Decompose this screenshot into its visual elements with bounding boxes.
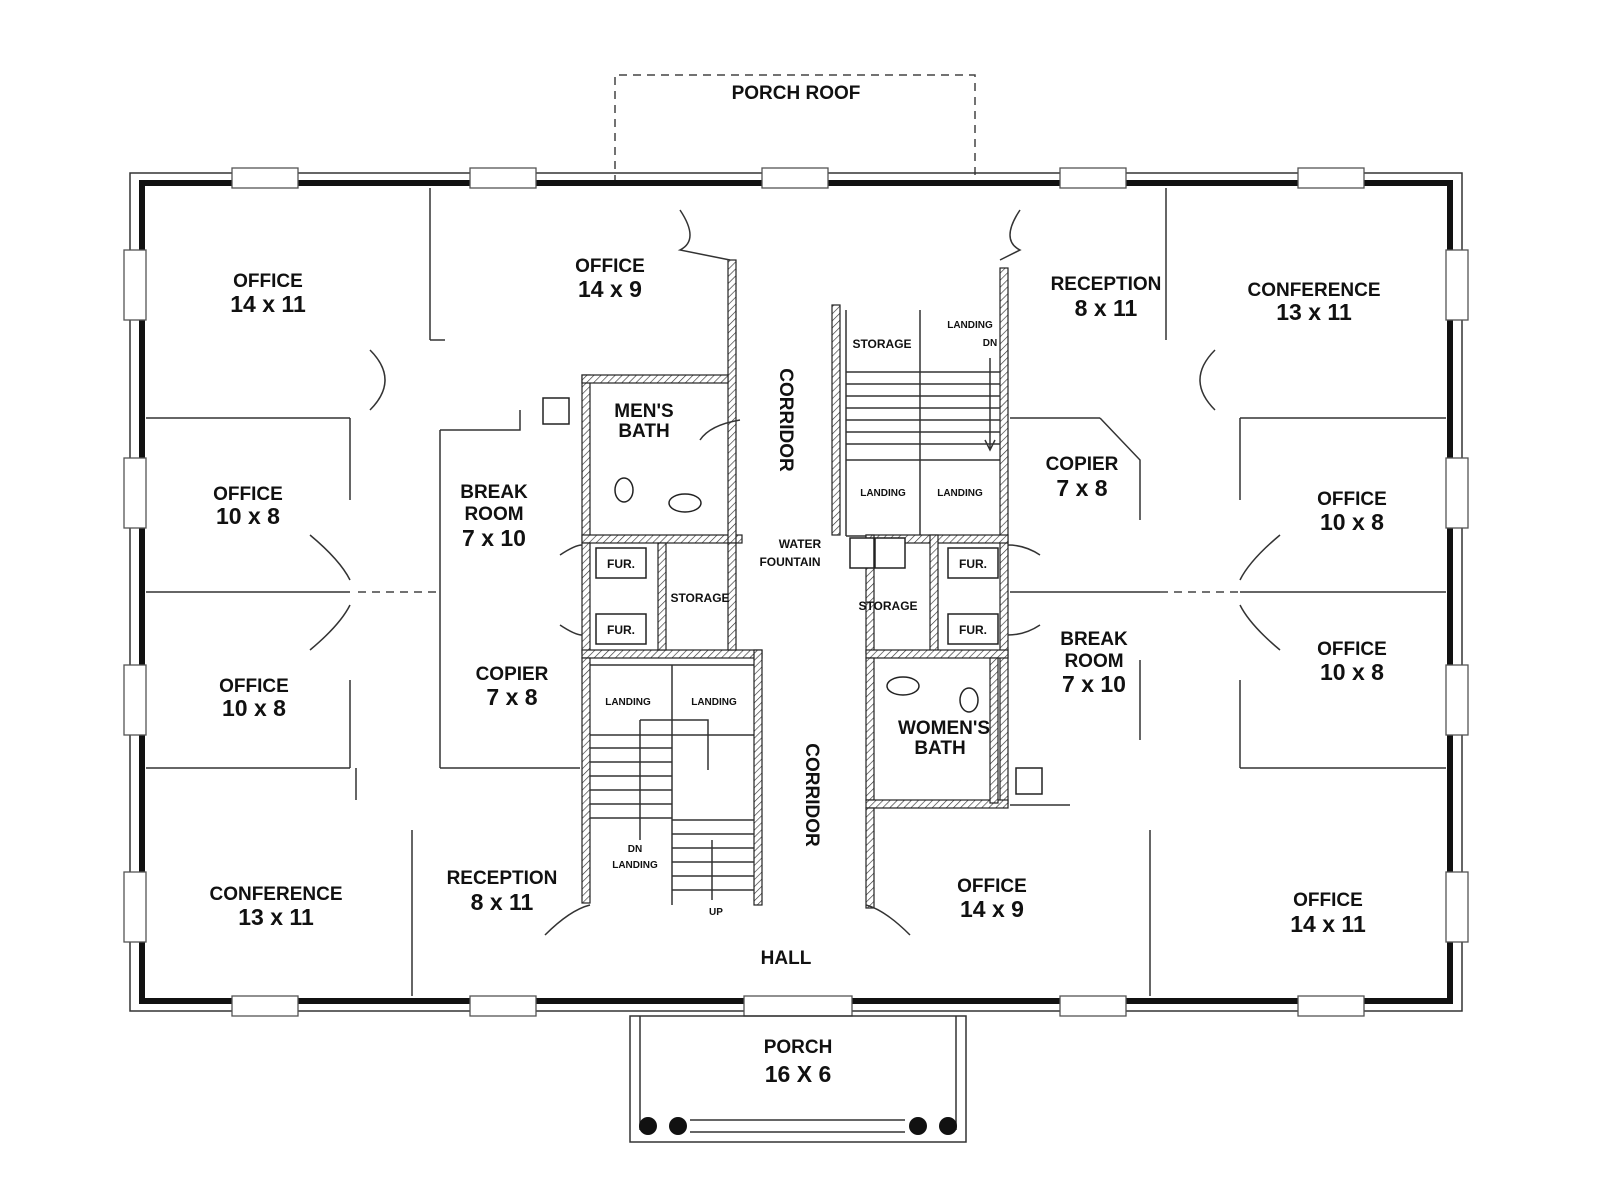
room-office-w2-name: OFFICE [219,676,289,697]
windows-left [123,249,147,943]
furnace-boxes [595,547,999,645]
room-office-se-size: 14 x 11 [1290,911,1366,937]
landing-label-south-1: LANDING [605,697,651,708]
storage-label-east: STORAGE [858,599,917,613]
stair-north [846,310,1000,460]
room-office-s-name: OFFICE [957,876,1027,897]
room-office-nw-size: 14 x 11 [230,291,306,317]
porch-column [669,1117,687,1135]
room-office-s-size: 14 x 9 [960,896,1024,922]
landing-label-north-1: LANDING [947,320,993,331]
room-copier-e-name: COPIER [1046,454,1119,475]
corridor-label-north: CORRIDOR [775,368,796,472]
hall-label: HALL [761,948,812,969]
porch-column [639,1117,657,1135]
bath-fixtures [542,397,1043,795]
room-conference-ne-size: 13 x 11 [1276,299,1352,325]
room-mens-bath-name1: MEN'S [614,401,673,422]
landing-label-north-2: LANDING [860,488,906,499]
room-conference-ne-name: CONFERENCE [1247,280,1380,301]
fur-label-1: FUR. [607,557,635,571]
room-womens-bath-name2: BATH [914,738,965,759]
room-copier-w-name: COPIER [476,664,549,685]
room-office-w1-name: OFFICE [213,484,283,505]
windows-top [231,167,1365,189]
room-office-se-name: OFFICE [1293,890,1363,911]
fur-label-2: FUR. [607,623,635,637]
storage-label-north: STORAGE [852,337,911,351]
landing-label-north-3: LANDING [937,488,983,499]
room-break-e-size: 7 x 10 [1062,671,1126,697]
stair-south [590,719,754,905]
room-reception-ne-name: RECEPTION [1051,274,1162,295]
interior-walls [146,188,1446,996]
room-break-w-size: 7 x 10 [462,525,526,551]
room-break-e-name1: BREAK [1060,629,1128,650]
porch-roof-outline [614,74,976,183]
dn-label-south: DN [628,844,642,855]
room-office-nw-name: OFFICE [233,271,303,292]
fur-label-4: FUR. [959,623,987,637]
porch-size: 16 X 6 [765,1061,832,1087]
room-copier-w-size: 7 x 8 [486,684,537,710]
landing-label-south-3: LANDING [612,860,658,871]
dn-label-north: DN [983,338,997,349]
room-office-w2-size: 10 x 8 [222,695,286,721]
windows-right [1445,249,1469,943]
storage-label-west: STORAGE [670,591,729,605]
door-swings [309,209,1281,936]
room-office-e2-size: 10 x 8 [1320,659,1384,685]
room-break-w-name1: BREAK [460,482,528,503]
windows-bottom [231,995,1365,1017]
room-break-e-name2: ROOM [1064,651,1123,672]
room-office-n-size: 14 x 9 [578,276,642,302]
room-office-n-name: OFFICE [575,256,645,277]
fur-label-3: FUR. [959,557,987,571]
room-mens-bath-name2: BATH [618,421,669,442]
porch-column [909,1117,927,1135]
room-womens-bath-name1: WOMEN'S [898,718,990,739]
landing-label-south-2: LANDING [691,697,737,708]
room-office-w1-size: 10 x 8 [216,503,280,529]
room-reception-sw-size: 8 x 11 [471,889,534,915]
room-copier-e-size: 7 x 8 [1056,475,1107,501]
porch-roof-label: PORCH ROOF [732,83,861,104]
room-break-w-name2: ROOM [464,504,523,525]
corridor-label-south: CORRIDOR [801,743,822,847]
room-conference-sw-size: 13 x 11 [238,904,314,930]
room-office-e1-name: OFFICE [1317,489,1387,510]
up-label-south: UP [709,907,723,918]
room-office-e1-size: 10 x 8 [1320,509,1384,535]
room-reception-sw-name: RECEPTION [447,868,558,889]
water-fountain-label-1: WATER [779,537,822,551]
room-reception-ne-size: 8 x 11 [1075,295,1138,321]
room-office-e2-name: OFFICE [1317,639,1387,660]
core-walls [581,259,1009,909]
porch-name: PORCH [764,1037,833,1058]
porch-structure [629,1015,967,1143]
room-conference-sw-name: CONFERENCE [209,884,342,905]
porch-column [939,1117,957,1135]
water-fountain-label-2: FOUNTAIN [759,555,820,569]
